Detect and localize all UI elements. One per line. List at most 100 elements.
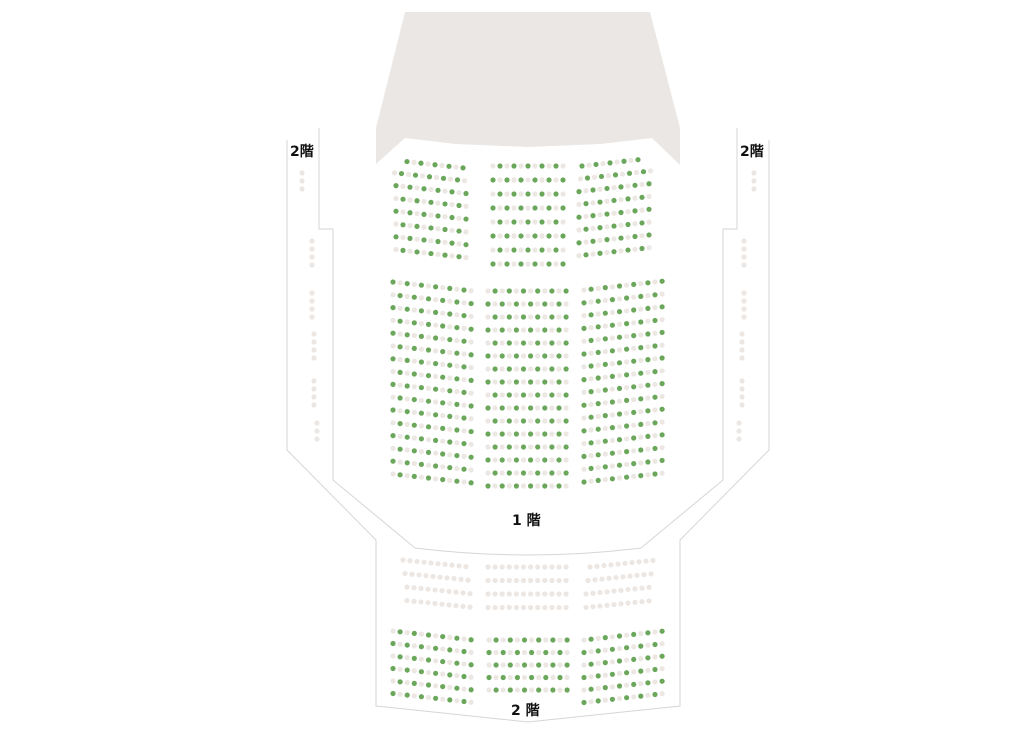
seat-available[interactable]	[492, 366, 498, 372]
seat-available[interactable]	[553, 219, 559, 225]
seat-available[interactable]	[598, 173, 605, 180]
seat-available[interactable]	[390, 433, 396, 439]
seat-available[interactable]	[631, 333, 637, 339]
seat-available[interactable]	[624, 372, 630, 378]
seat-available[interactable]	[411, 396, 417, 403]
seat-available[interactable]	[532, 233, 538, 239]
seat-available[interactable]	[652, 420, 658, 426]
seat-available[interactable]	[659, 432, 665, 438]
seat-available[interactable]	[493, 662, 499, 668]
seat-available[interactable]	[581, 377, 587, 383]
seat-available[interactable]	[411, 448, 417, 454]
seat-available[interactable]	[618, 235, 624, 241]
seat-available[interactable]	[404, 383, 410, 389]
seat-available[interactable]	[440, 374, 446, 380]
seat-available[interactable]	[542, 301, 548, 307]
seat-available[interactable]	[447, 647, 453, 653]
seat-available[interactable]	[576, 189, 582, 195]
seat-available[interactable]	[414, 198, 420, 204]
seat-available[interactable]	[440, 348, 446, 355]
seat-available[interactable]	[553, 191, 559, 197]
seat-available[interactable]	[514, 649, 521, 656]
seat-available[interactable]	[442, 252, 448, 258]
seat-available[interactable]	[549, 314, 555, 320]
seat-available[interactable]	[631, 631, 637, 638]
seat-available[interactable]	[454, 685, 460, 691]
seat-available[interactable]	[454, 350, 460, 356]
seat-available[interactable]	[631, 384, 637, 390]
seat-available[interactable]	[616, 633, 623, 639]
seat-available[interactable]	[492, 392, 498, 398]
seat-available[interactable]	[397, 679, 403, 685]
seat-available[interactable]	[631, 358, 637, 364]
seat-available[interactable]	[485, 405, 491, 411]
seat-available[interactable]	[640, 169, 647, 175]
seat-available[interactable]	[556, 353, 562, 359]
seat-available[interactable]	[468, 428, 474, 435]
seat-available[interactable]	[397, 472, 403, 478]
seat-available[interactable]	[597, 250, 603, 256]
seat-available[interactable]	[418, 669, 424, 675]
seat-available[interactable]	[556, 483, 562, 489]
seat-available[interactable]	[588, 465, 594, 472]
seat-available[interactable]	[518, 205, 524, 211]
seat-available[interactable]	[631, 656, 637, 663]
seat-available[interactable]	[611, 249, 617, 255]
seat-available[interactable]	[602, 361, 608, 368]
seat-available[interactable]	[411, 422, 417, 428]
seat-available[interactable]	[461, 440, 467, 447]
seat-available[interactable]	[425, 347, 432, 353]
seat-available[interactable]	[397, 369, 403, 375]
seat-available[interactable]	[609, 425, 616, 431]
seat-available[interactable]	[581, 674, 587, 681]
seat-available[interactable]	[468, 480, 474, 486]
seat-available[interactable]	[535, 392, 541, 398]
seat-available[interactable]	[435, 238, 441, 245]
seat-available[interactable]	[546, 205, 552, 211]
seat-available[interactable]	[564, 637, 570, 643]
seat-available[interactable]	[638, 668, 644, 674]
seat-available[interactable]	[588, 414, 594, 420]
seat-available[interactable]	[588, 661, 594, 667]
seat-available[interactable]	[616, 683, 623, 689]
seat-available[interactable]	[549, 470, 555, 476]
seat-available[interactable]	[454, 635, 460, 641]
seat-available[interactable]	[539, 247, 545, 253]
seat-available[interactable]	[418, 333, 424, 339]
seat-available[interactable]	[604, 237, 610, 243]
seat-available[interactable]	[581, 453, 587, 459]
seat-available[interactable]	[485, 457, 491, 463]
seat-available[interactable]	[447, 388, 453, 394]
seat-available[interactable]	[454, 324, 460, 331]
seat-available[interactable]	[588, 389, 594, 395]
seat-available[interactable]	[528, 353, 534, 359]
seat-available[interactable]	[513, 301, 520, 307]
seat-available[interactable]	[468, 352, 474, 358]
seat-available[interactable]	[631, 461, 637, 467]
seat-available[interactable]	[602, 635, 608, 641]
seat-available[interactable]	[468, 377, 474, 383]
seat-available[interactable]	[652, 292, 658, 298]
seat-available[interactable]	[550, 637, 556, 643]
seat-available[interactable]	[536, 662, 542, 668]
seat-available[interactable]	[520, 392, 527, 398]
seat-available[interactable]	[390, 665, 396, 672]
seat-available[interactable]	[514, 674, 521, 681]
seat-available[interactable]	[390, 407, 396, 413]
seat-available[interactable]	[563, 366, 569, 372]
seat-available[interactable]	[506, 392, 512, 398]
seat-available[interactable]	[588, 636, 594, 642]
seat-available[interactable]	[646, 206, 652, 212]
seat-available[interactable]	[447, 336, 453, 343]
seat-available[interactable]	[461, 673, 467, 680]
seat-available[interactable]	[418, 461, 424, 467]
seat-available[interactable]	[397, 344, 403, 350]
seat-available[interactable]	[511, 191, 517, 197]
seat-available[interactable]	[425, 475, 432, 481]
seat-available[interactable]	[616, 309, 623, 315]
seat-available[interactable]	[624, 474, 630, 480]
seat-available[interactable]	[638, 319, 644, 325]
seat-available[interactable]	[588, 686, 594, 692]
seat-available[interactable]	[390, 356, 396, 362]
seat-available[interactable]	[638, 345, 644, 351]
